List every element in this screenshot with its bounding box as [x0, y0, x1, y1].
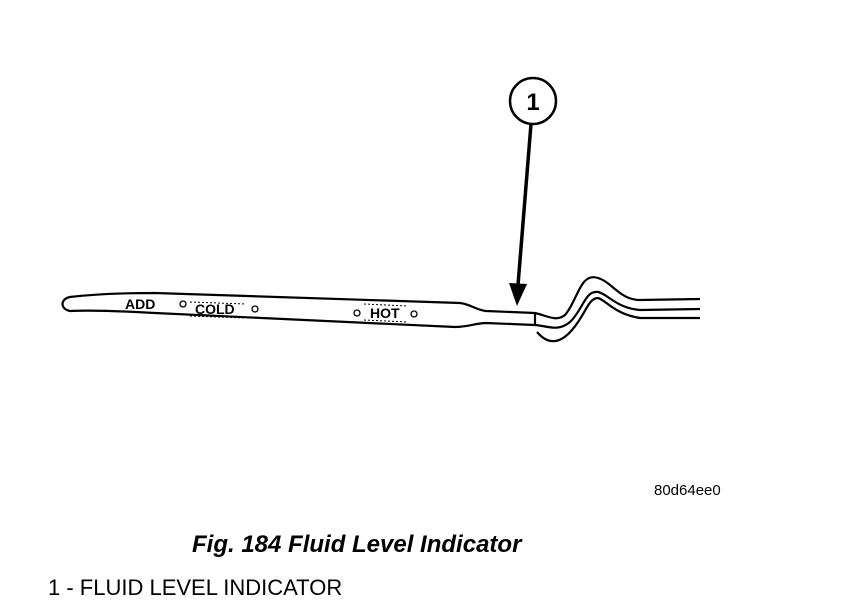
- hot-zone-end-dot: [410, 310, 418, 318]
- cold-zone-end-dot: [251, 305, 259, 313]
- dipstick-rod-outer: [534, 276, 701, 320]
- callout-1: 1: [508, 76, 558, 306]
- callout-circle: [508, 76, 558, 126]
- hot-zone: HOT: [353, 303, 418, 323]
- hot-mark-label: HOT: [370, 305, 400, 321]
- hot-zone-start-dot: [353, 309, 361, 317]
- callout-arrowhead: [509, 283, 527, 306]
- add-mark-label: ADD: [125, 296, 155, 312]
- cold-zone-start-dot: [179, 300, 187, 308]
- cold-zone: COLD: [179, 300, 259, 319]
- figure-caption: Fig. 184 Fluid Level Indicator: [192, 531, 522, 558]
- callout-leader-line: [516, 123, 533, 286]
- dipstick-rod-inner-bottom: [536, 296, 700, 343]
- legend-item: 1 - FLUID LEVEL INDICATOR: [48, 575, 343, 600]
- image-code: 80d64ee0: [654, 482, 721, 499]
- cold-mark-label: COLD: [195, 301, 235, 317]
- callout-number: 1: [526, 89, 539, 116]
- dipstick-rod-inner-top: [534, 290, 701, 329]
